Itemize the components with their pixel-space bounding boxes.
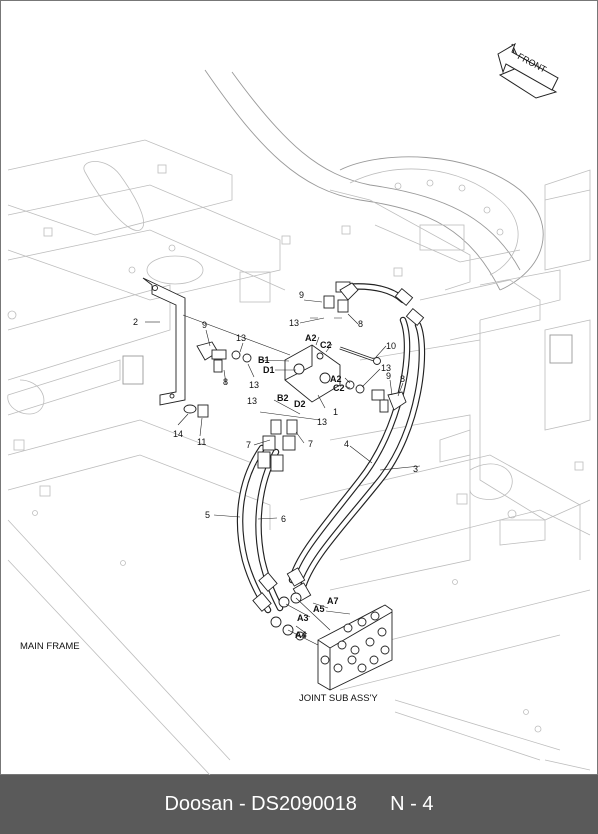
part-number-13a: 13 [236, 333, 246, 343]
exploded-parts-diagram: FRONT [0, 0, 598, 775]
joint-sub-assy-label: JOINT SUB ASS'Y [299, 693, 378, 704]
footer-spacer [357, 793, 390, 816]
port-b1: B1 [258, 355, 270, 365]
part-number-9a: 9 [202, 320, 207, 330]
footer-page: N - 4 [390, 793, 434, 815]
port-a4: A4 [295, 630, 307, 640]
valve-block [284, 344, 341, 403]
port-b2: B2 [277, 393, 289, 403]
part-number-13c: 13 [289, 318, 299, 328]
port-a7: A7 [327, 596, 339, 606]
part-number-9c: 9 [386, 371, 391, 381]
part-number-7b: 7 [308, 439, 313, 449]
part-number-labels: 2 1 3 4 5 6 7 7 8 8 8 9 9 9 10 11 13 13 … [133, 290, 418, 524]
part-number-4: 4 [344, 439, 349, 449]
part-number-10: 10 [386, 341, 396, 351]
part-number-7a: 7 [246, 440, 251, 450]
part-number-9b: 9 [299, 290, 304, 300]
main-frame-drawing [7, 69, 591, 775]
port-c2-top: C2 [320, 340, 332, 350]
part-number-3: 3 [413, 464, 418, 474]
port-a5: A5 [313, 604, 325, 614]
joint-sub-assembly [270, 592, 393, 691]
part-number-8c: 8 [400, 374, 405, 384]
footer-brand: Doosan - DS2090018 [164, 793, 357, 815]
port-d1: D1 [263, 365, 275, 375]
port-a3: A3 [297, 613, 309, 623]
port-a2-top: A2 [305, 333, 317, 343]
part-number-8b: 8 [358, 319, 363, 329]
mounting-bracket [142, 277, 186, 406]
part-number-13f: 13 [317, 417, 327, 427]
part-number-14: 14 [173, 429, 183, 439]
port-c2-right: C2 [333, 383, 345, 393]
leader-lines [145, 299, 421, 635]
part-number-1: 1 [333, 407, 338, 417]
port-d2: D2 [294, 399, 306, 409]
part-number-6: 6 [281, 514, 286, 524]
footer-bar: Doosan - DS2090018 N - 4 [0, 775, 598, 834]
part-number-11: 11 [197, 437, 206, 447]
port-a2-right: A2 [330, 374, 342, 384]
part-number-13d: 13 [381, 363, 391, 373]
part-number-2: 2 [133, 317, 138, 327]
fittings [183, 282, 407, 612]
part-number-8a: 8 [223, 377, 228, 387]
part-number-13b: 13 [249, 380, 259, 390]
main-frame-label: MAIN FRAME [20, 641, 80, 652]
port-labels: A2 C2 B1 D1 A2 C2 B2 D2 A7 A5 A3 A4 [258, 333, 345, 640]
part-number-5: 5 [205, 510, 210, 520]
part-number-13e: 13 [247, 396, 257, 406]
